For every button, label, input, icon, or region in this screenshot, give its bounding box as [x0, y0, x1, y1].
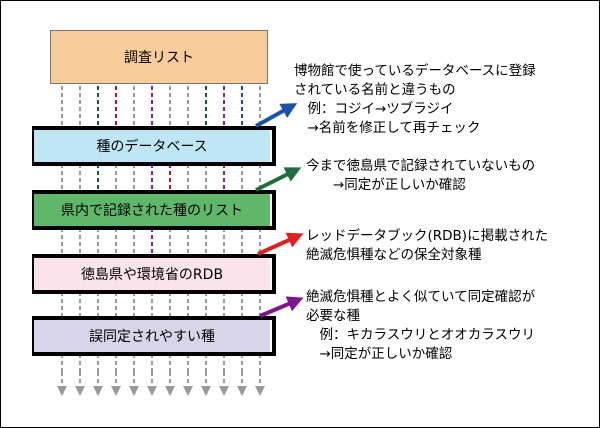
- filter-bar-cap: [272, 254, 276, 294]
- output-arrow-head: [237, 386, 247, 396]
- species-database-label: 種のデータベース: [96, 139, 208, 155]
- note-line: 例：コジイ→ツブラジイ: [294, 101, 454, 117]
- note-rdb: レッドデータブック(RDB)に掲載された 絶滅危惧種などの保全対象種: [306, 227, 548, 265]
- survey-list-box: 調査リスト: [50, 30, 268, 84]
- note-line: →名前を修正して再チェック: [294, 120, 481, 136]
- output-arrow-head: [165, 386, 175, 396]
- output-arrow-head: [57, 386, 67, 396]
- filter-bar: [34, 162, 274, 166]
- output-arrow-head: [147, 386, 157, 396]
- output-arrow-head: [183, 386, 193, 396]
- survey-list-label: 調査リスト: [124, 50, 194, 66]
- misidentified-species-box: 誤同定されやすい種: [34, 320, 270, 352]
- prefecture-record-list-box: 県内で記録された種のリスト: [34, 194, 270, 226]
- output-arrow-head: [129, 386, 139, 396]
- output-arrows: [57, 372, 265, 396]
- filter-bar: [34, 126, 274, 130]
- filter-bar: [34, 226, 274, 230]
- filter-bar-cap: [272, 316, 276, 356]
- filter-bar: [34, 316, 274, 320]
- rdb-label: 徳島県や環境省のRDB: [80, 267, 224, 283]
- note-line: 絶滅危惧種などの保全対象種: [306, 247, 482, 263]
- side-arrows: [255, 103, 304, 318]
- filter-bar: [34, 290, 274, 294]
- output-arrow-head: [75, 386, 85, 396]
- note-species-database: 博物館で使っているデータベースに登録 されている名前と違うもの 例：コジイ→ツブ…: [294, 62, 536, 138]
- note-line: されている名前と違うもの: [294, 82, 456, 98]
- side-arrow: [255, 167, 302, 192]
- output-arrow-head: [201, 386, 211, 396]
- side-arrow: [259, 296, 304, 318]
- filter-bar: [34, 352, 274, 356]
- output-arrow-head: [255, 386, 265, 396]
- side-arrow: [255, 103, 298, 128]
- output-arrow-head: [111, 386, 121, 396]
- side-arrow: [257, 232, 304, 256]
- note-line: 絶滅危惧種とよく似ていて同定確認が: [306, 289, 536, 305]
- note-line: 例：キカラスウリとオオカラスウリ: [306, 327, 535, 343]
- misidentified-species-label: 誤同定されやすい種: [89, 329, 215, 345]
- filter-bar: [34, 190, 274, 194]
- note-line: 必要な種: [306, 308, 360, 324]
- note-line: →同定が正しいか確認: [306, 346, 453, 362]
- rdb-box: 徳島県や環境省のRDB: [34, 258, 270, 290]
- prefecture-record-list-label: 県内で記録された種のリスト: [61, 203, 243, 219]
- note-prefecture-record: 今まで徳島県で記録されていないもの →同定が正しいか確認: [306, 157, 535, 195]
- filter-bar-cap: [272, 190, 276, 230]
- note-line: →同定が正しいか確認: [306, 177, 466, 193]
- note-line: 博物館で使っているデータベースに登録: [294, 63, 536, 79]
- output-arrow-head: [219, 386, 229, 396]
- note-line: 今まで徳島県で記録されていないもの: [306, 158, 536, 174]
- filter-bar-cap: [272, 126, 276, 166]
- species-database-box: 種のデータベース: [34, 130, 270, 162]
- note-misidentification: 絶滅危惧種とよく似ていて同定確認が 必要な種 例：キカラスウリとオオカラスウリ …: [306, 288, 535, 364]
- output-arrow-head: [93, 386, 103, 396]
- filter-bar: [34, 254, 274, 258]
- note-line: レッドデータブック(RDB)に掲載された: [306, 228, 549, 244]
